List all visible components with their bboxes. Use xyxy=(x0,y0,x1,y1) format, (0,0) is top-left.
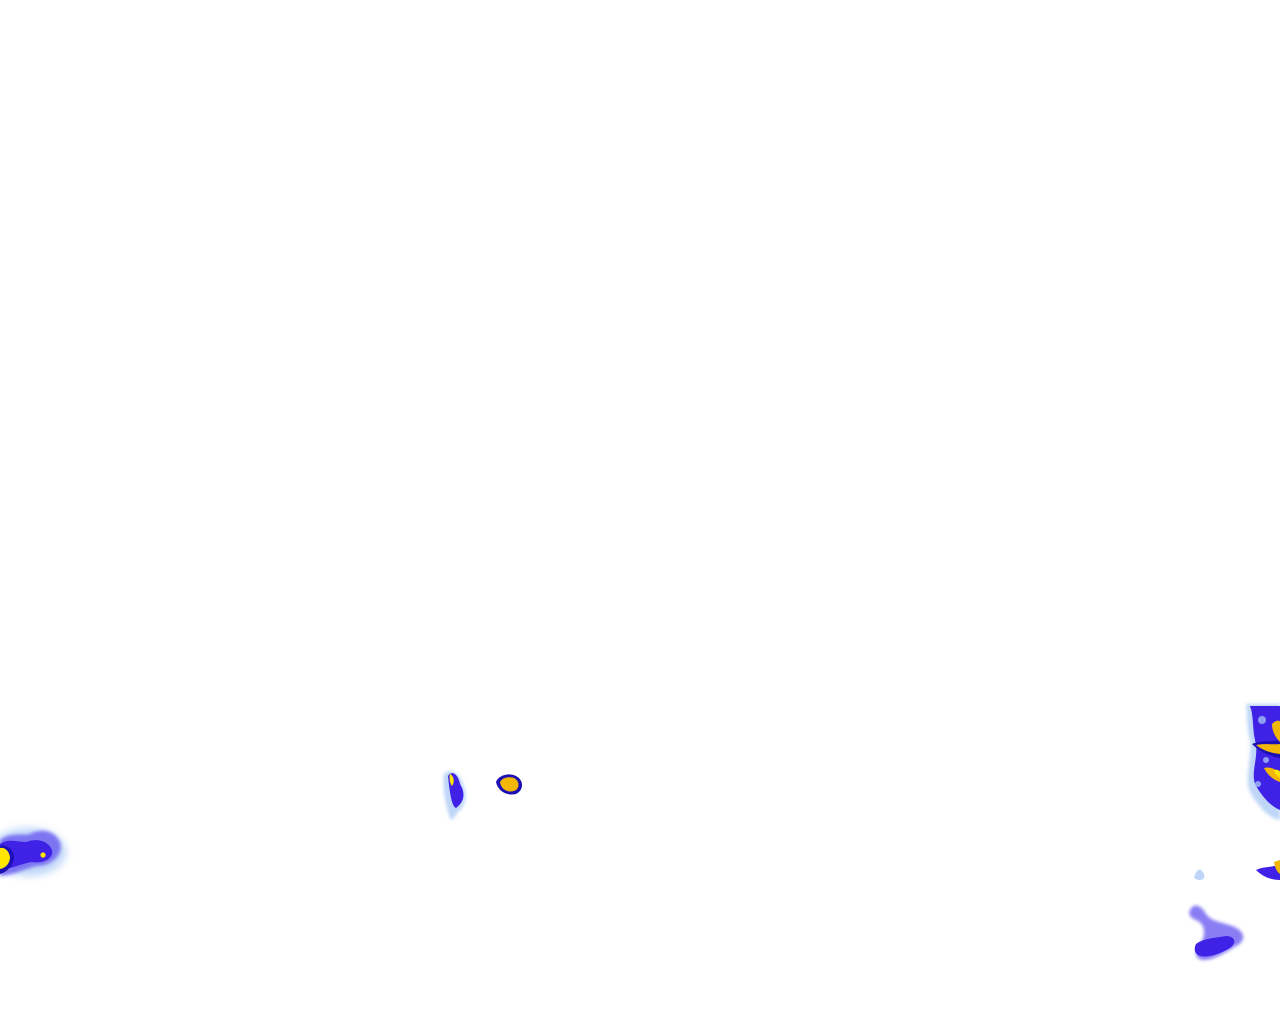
rain-cell-central-intense xyxy=(496,774,522,795)
rain-cell-west xyxy=(0,828,66,876)
rain-cell-southeast xyxy=(1189,860,1280,960)
rain-cell-east xyxy=(1246,704,1280,820)
rain-cell-central-narrow xyxy=(443,771,466,820)
